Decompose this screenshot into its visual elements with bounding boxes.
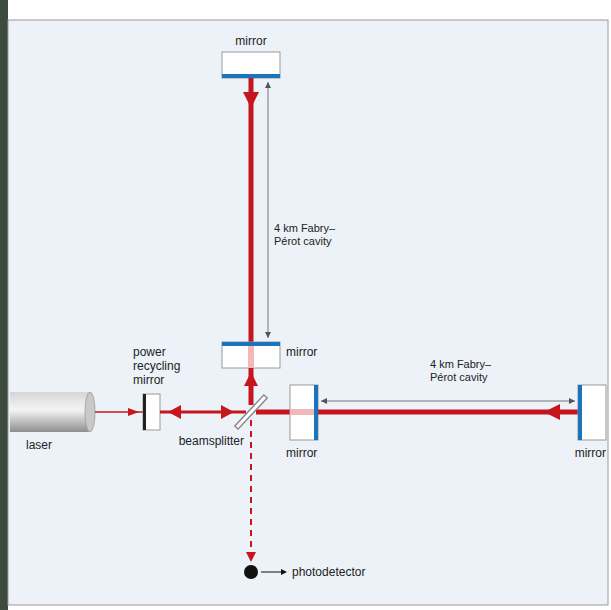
- input-mirror: [290, 385, 318, 440]
- end-mirror: [578, 385, 606, 440]
- dimension-arrowhead: [569, 398, 575, 404]
- beam-arrowhead: [168, 405, 181, 419]
- part-label: laser: [26, 438, 86, 452]
- photodetector-symbol: [244, 565, 258, 579]
- part-label: beamsplitter: [150, 434, 244, 448]
- dimension-label: 4 km Fabry–Pérot cavity: [274, 222, 349, 248]
- panel: [8, 20, 608, 605]
- photo-strip: [0, 0, 8, 610]
- dimension-label: 4 km Fabry–Pérot cavity: [430, 358, 505, 384]
- beam-in-mirror: [290, 409, 314, 415]
- mirror-coating: [143, 394, 146, 430]
- dimension-arrowhead: [265, 332, 271, 338]
- mirror-coating: [222, 342, 280, 346]
- beam-arrowhead: [544, 404, 560, 420]
- dimension-arrowhead: [321, 398, 327, 404]
- input-mirror: [222, 342, 280, 368]
- beam-arrowhead: [128, 408, 139, 416]
- signal-arrowhead: [281, 569, 287, 575]
- part-label: mirror: [546, 446, 606, 460]
- beam-arrowhead: [243, 92, 259, 108]
- output-beam: [250, 420, 252, 552]
- laser-beam: [256, 410, 290, 415]
- part-label: mirror: [221, 34, 281, 48]
- laser-end: [85, 392, 95, 432]
- part-label: mirror: [286, 345, 346, 359]
- signal-line: [261, 572, 282, 573]
- laser-beam: [318, 410, 578, 415]
- beam-arrowhead: [221, 405, 234, 419]
- beam-in-mirror: [248, 346, 254, 368]
- end-mirror: [222, 52, 280, 78]
- part-label: power recycling mirror: [133, 345, 195, 387]
- part-label: photodetector: [292, 565, 412, 579]
- mirror-coating: [222, 74, 280, 78]
- laser-body: [10, 392, 90, 432]
- power-recycling-mirror: [143, 394, 160, 430]
- mirror-coating: [578, 385, 582, 440]
- mirror-coating: [314, 385, 318, 440]
- part-label: mirror: [286, 446, 346, 460]
- beam-arrowhead: [246, 552, 256, 562]
- beam-arrowhead: [244, 372, 258, 386]
- dimension-arrowhead: [265, 82, 271, 88]
- dimension-line: [321, 401, 575, 402]
- laser-beam: [249, 78, 254, 342]
- dimension-line: [268, 82, 269, 338]
